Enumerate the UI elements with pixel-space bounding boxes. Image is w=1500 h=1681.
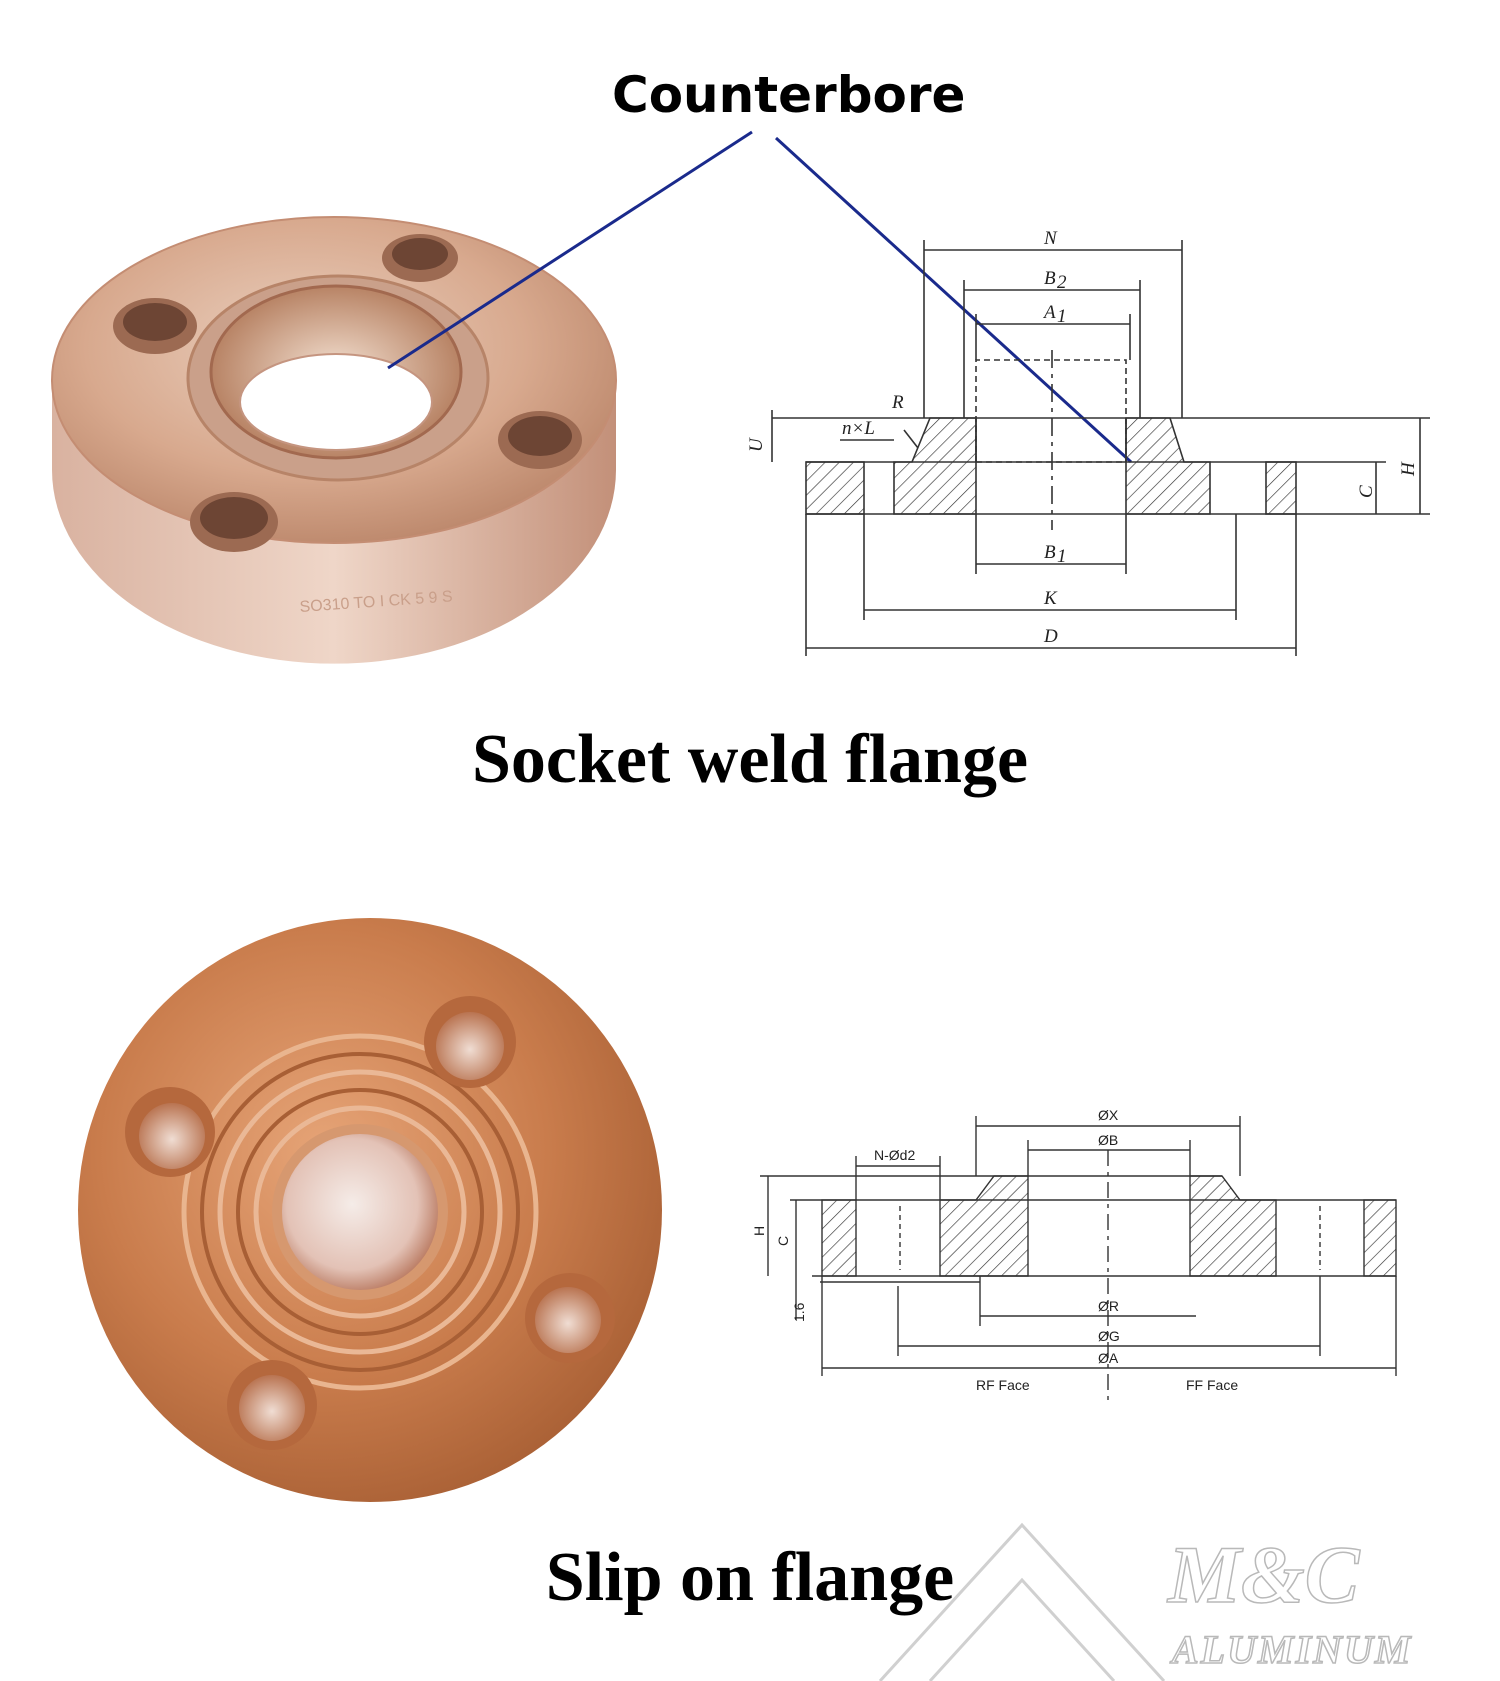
dim-C: C <box>775 1236 791 1246</box>
dim-OG: ØG <box>1098 1328 1120 1344</box>
watermark-brand: M&C <box>1167 1528 1360 1621</box>
slip-on-title: Slip on flange <box>545 1539 955 1616</box>
dim-R: R <box>891 392 904 413</box>
socket-cross-section-drawing <box>771 240 1430 656</box>
dim-H: H <box>751 1226 767 1236</box>
socket-weld-title: Socket weld flange <box>471 721 1029 798</box>
watermark-sub: ALUMINUM <box>1171 1626 1413 1673</box>
dim-Nd2: N-Ød2 <box>874 1147 915 1163</box>
dim-H: H <box>1398 461 1419 477</box>
slip-on-dimension-labels: ØX ØB N-Ød2 H C 1.6 ØR ØG ØA RF Face FF … <box>751 1107 1238 1393</box>
dim-OR: ØR <box>1098 1298 1119 1314</box>
watermark-logo-lines <box>878 1522 1166 1681</box>
ff-face-label: FF Face <box>1186 1377 1238 1393</box>
slip-on-cross-section-drawing <box>760 1116 1397 1400</box>
dim-B2-sub: 2 <box>1057 272 1067 293</box>
dim-U: U <box>746 437 767 452</box>
dim-N: N <box>1043 228 1058 249</box>
dim-B1: B <box>1044 542 1056 563</box>
dim-D: D <box>1043 626 1058 647</box>
counterbore-callout: Counterbore <box>612 66 966 124</box>
dim-K: K <box>1043 588 1058 609</box>
socket-flange-photo: SO310 TO I CK 5 9 S <box>51 216 617 664</box>
dim-OX: ØX <box>1098 1107 1119 1123</box>
dim-OB: ØB <box>1098 1132 1118 1148</box>
slip-on-flange-photo <box>78 918 662 1502</box>
dim-A1: A <box>1042 302 1056 323</box>
dim-C: C <box>1356 485 1377 498</box>
dim-OA: ØA <box>1098 1350 1119 1366</box>
dim-B1-sub: 1 <box>1057 546 1067 567</box>
rf-face-label: RF Face <box>976 1377 1030 1393</box>
dim-1-6: 1.6 <box>791 1302 807 1322</box>
leader-line <box>387 130 753 370</box>
dim-nxL: n×L <box>842 418 875 439</box>
dim-A1-sub: 1 <box>1057 306 1067 327</box>
dim-B2: B <box>1044 268 1056 289</box>
leader-line <box>774 136 1133 464</box>
socket-dimension-labels: N B 2 A 1 R n×L U C H B 1 K D <box>746 228 1419 647</box>
